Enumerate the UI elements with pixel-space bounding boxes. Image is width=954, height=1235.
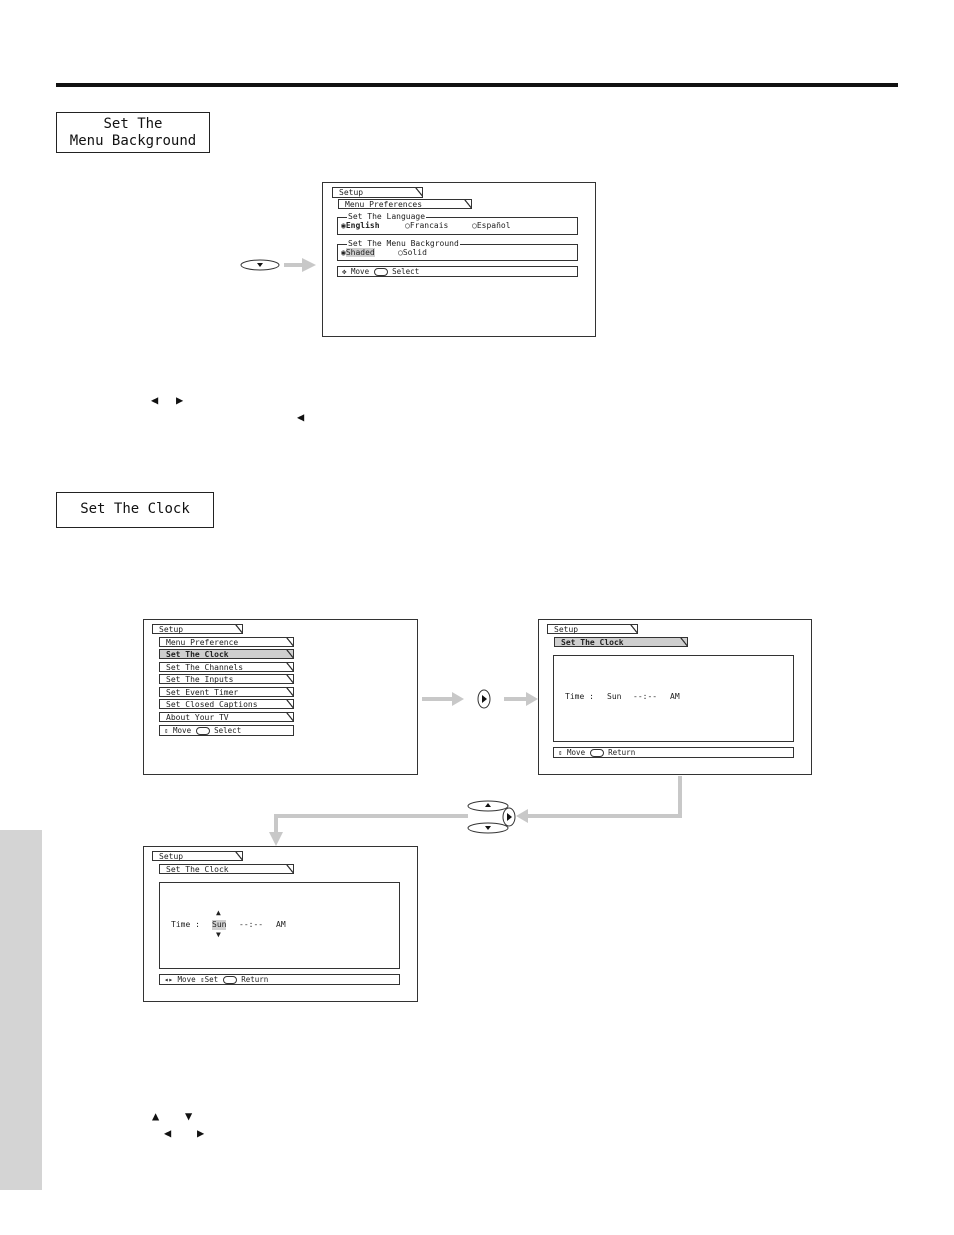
arrow-left-icon: ◀: [151, 393, 159, 407]
status-move: Move: [567, 748, 586, 757]
left-right-icon: ◂▸: [164, 975, 174, 984]
set-clock-screen: Setup Set The Clock Time : Sun --:-- AM …: [538, 619, 812, 775]
ampm-value[interactable]: AM: [276, 920, 286, 929]
option-english-label: English: [345, 221, 380, 230]
option-shaded-label: Shaded: [345, 248, 375, 257]
radio-francais[interactable]: ○Francais: [405, 221, 448, 231]
setup-tab[interactable]: Setup: [152, 851, 243, 861]
select-button-icon: [373, 268, 388, 276]
status-return: Return: [241, 975, 269, 984]
radio-shaded[interactable]: ◉Shaded: [341, 248, 375, 258]
radio-off-icon: ○: [472, 221, 477, 230]
time-label: Time :: [565, 692, 594, 701]
up-down-icon: ⇕: [200, 975, 205, 984]
menu-item-set-event-timer[interactable]: Set Event Timer: [159, 687, 294, 697]
set-the-clock-tab[interactable]: Set The Clock: [554, 637, 688, 647]
menu-preferences-tab[interactable]: Menu Preferences: [338, 199, 472, 209]
status-bar: ⇕ Move Select: [159, 725, 294, 736]
menu-item-set-closed-captions[interactable]: Set Closed Captions: [159, 699, 294, 709]
radio-on-icon: ◉: [341, 248, 346, 257]
arrow-right-icon: ▶: [176, 393, 184, 407]
menu-item-menu-preference[interactable]: Menu Preference: [159, 637, 294, 647]
radio-solid[interactable]: ○Solid: [398, 248, 427, 258]
return-button-icon: [222, 976, 237, 984]
time-value[interactable]: --:--: [239, 920, 264, 929]
status-set: Set: [204, 975, 219, 984]
up-down-icon: ⇕: [558, 748, 563, 757]
radio-off-icon: ○: [405, 221, 410, 230]
menu-item-about-your-tv[interactable]: About Your TV: [159, 712, 294, 722]
status-bar: ✥ Move Select: [337, 266, 578, 277]
status-return: Return: [608, 748, 636, 757]
arrow-left-icon: ◀: [164, 1126, 172, 1140]
clock-edit-screen: Setup Set The Clock ▲ Time : Sun --:-- A…: [143, 846, 418, 1002]
status-move: Move: [177, 975, 196, 984]
option-espanol-label: Español: [476, 221, 511, 230]
menu-preferences-screen: Setup Menu Preferences Set The Language …: [322, 182, 596, 337]
section-title-menu-background: Set The Menu Background: [56, 112, 210, 153]
section-title-set-the-clock: Set The Clock: [56, 492, 214, 528]
time-value[interactable]: --:--: [633, 692, 658, 701]
menu-item-set-the-channels[interactable]: Set The Channels: [159, 662, 294, 672]
menu-item-set-the-inputs[interactable]: Set The Inputs: [159, 674, 294, 684]
time-label: Time :: [171, 920, 200, 929]
status-select: Select: [214, 726, 242, 735]
arrow-left-icon: ◀: [297, 410, 305, 424]
setup-tab[interactable]: Setup: [332, 187, 423, 198]
radio-espanol[interactable]: ○Español: [472, 221, 511, 231]
time-panel: [159, 882, 400, 969]
up-down-icon: ⇕: [164, 726, 169, 735]
select-button-icon: [195, 727, 210, 735]
down-button-icon: [240, 258, 316, 272]
set-the-clock-tab[interactable]: Set The Clock: [159, 864, 294, 874]
setup-tab[interactable]: Setup: [152, 624, 243, 634]
ampm-value[interactable]: AM: [670, 692, 680, 701]
option-solid-label: Solid: [402, 248, 427, 257]
day-value[interactable]: Sun: [607, 692, 622, 701]
language-legend: Set The Language: [347, 212, 427, 221]
flow-arrow-return: [269, 776, 682, 846]
menu-item-set-the-clock[interactable]: Set The Clock: [159, 649, 294, 659]
language-group: [337, 217, 578, 235]
side-tab: [0, 830, 42, 1190]
setup-tab[interactable]: Setup: [547, 624, 638, 634]
setup-menu-screen: Setup Menu Preference Set The Clock Set …: [143, 619, 418, 775]
day-value[interactable]: Sun: [212, 920, 227, 930]
section-title-line2: Menu Background: [69, 133, 197, 149]
arrow-right-icon: ▶: [197, 1126, 205, 1140]
status-bar: ◂▸ Move ⇕Set Return: [159, 974, 400, 985]
status-bar: ⇕ Move Return: [553, 747, 794, 758]
arrow-down-icon: ▼: [216, 930, 221, 939]
option-francais-label: Francais: [409, 221, 449, 230]
arrow-up-icon: ▲: [152, 1109, 160, 1123]
top-rule: [56, 83, 898, 87]
four-way-icon: ✥: [342, 267, 347, 276]
status-move: Move: [351, 267, 370, 276]
background-legend: Set The Menu Background: [347, 239, 460, 248]
arrow-down-icon: ▼: [185, 1109, 193, 1123]
flow-arrow-right-button: [422, 689, 538, 709]
radio-on-icon: ◉: [341, 221, 346, 230]
section-title-clock-text: Set The Clock: [80, 501, 190, 517]
radio-english[interactable]: ◉English: [341, 221, 380, 231]
arrow-up-icon: ▲: [216, 908, 221, 917]
section-title-line1: Set The: [103, 116, 163, 132]
return-button-icon: [589, 749, 604, 757]
status-move: Move: [173, 726, 192, 735]
status-select: Select: [392, 267, 420, 276]
time-panel: [553, 655, 794, 742]
radio-off-icon: ○: [398, 248, 403, 257]
